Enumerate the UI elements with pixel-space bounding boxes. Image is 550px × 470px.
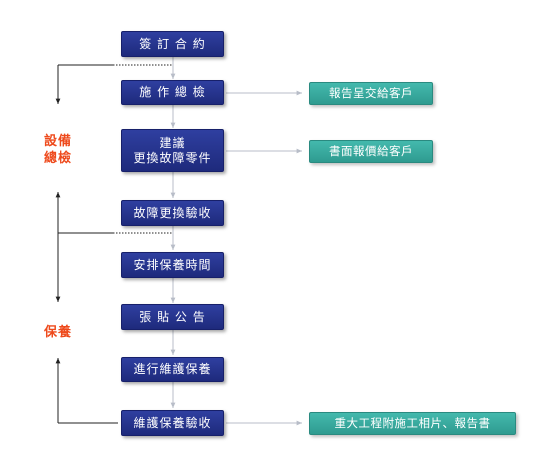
section-maintenance: 保養	[43, 325, 72, 340]
section-equipment-line1: 設備	[43, 134, 72, 149]
step-suggest-line1: 建議	[159, 135, 186, 150]
output-written-quote: 書面報價給客戶	[309, 140, 433, 163]
output-photos-report: 重大工程附施工相片、報告書	[309, 412, 516, 435]
output-report-to-client: 報告呈交給客戶	[309, 82, 433, 105]
step-suggest-replace: 建議 更換故障零件	[121, 129, 224, 172]
step-replace-check: 故障更換驗收	[121, 200, 224, 226]
step-do-maintenance: 進行維護保養	[121, 357, 224, 382]
section-equipment-inspection: 設備 總檢	[40, 133, 76, 167]
step-post-notice: 張 貼 公 告	[121, 304, 224, 330]
step-maintenance-check: 維護保養驗收	[121, 410, 224, 436]
step-inspection: 施 作 總 檢	[121, 80, 224, 105]
step-suggest-line2: 更換故障零件	[133, 150, 212, 165]
step-arrange-time: 安排保養時間	[121, 252, 224, 278]
step-sign-contract: 簽 訂 合 約	[121, 31, 224, 57]
section-equipment-line2: 總檢	[43, 151, 72, 166]
